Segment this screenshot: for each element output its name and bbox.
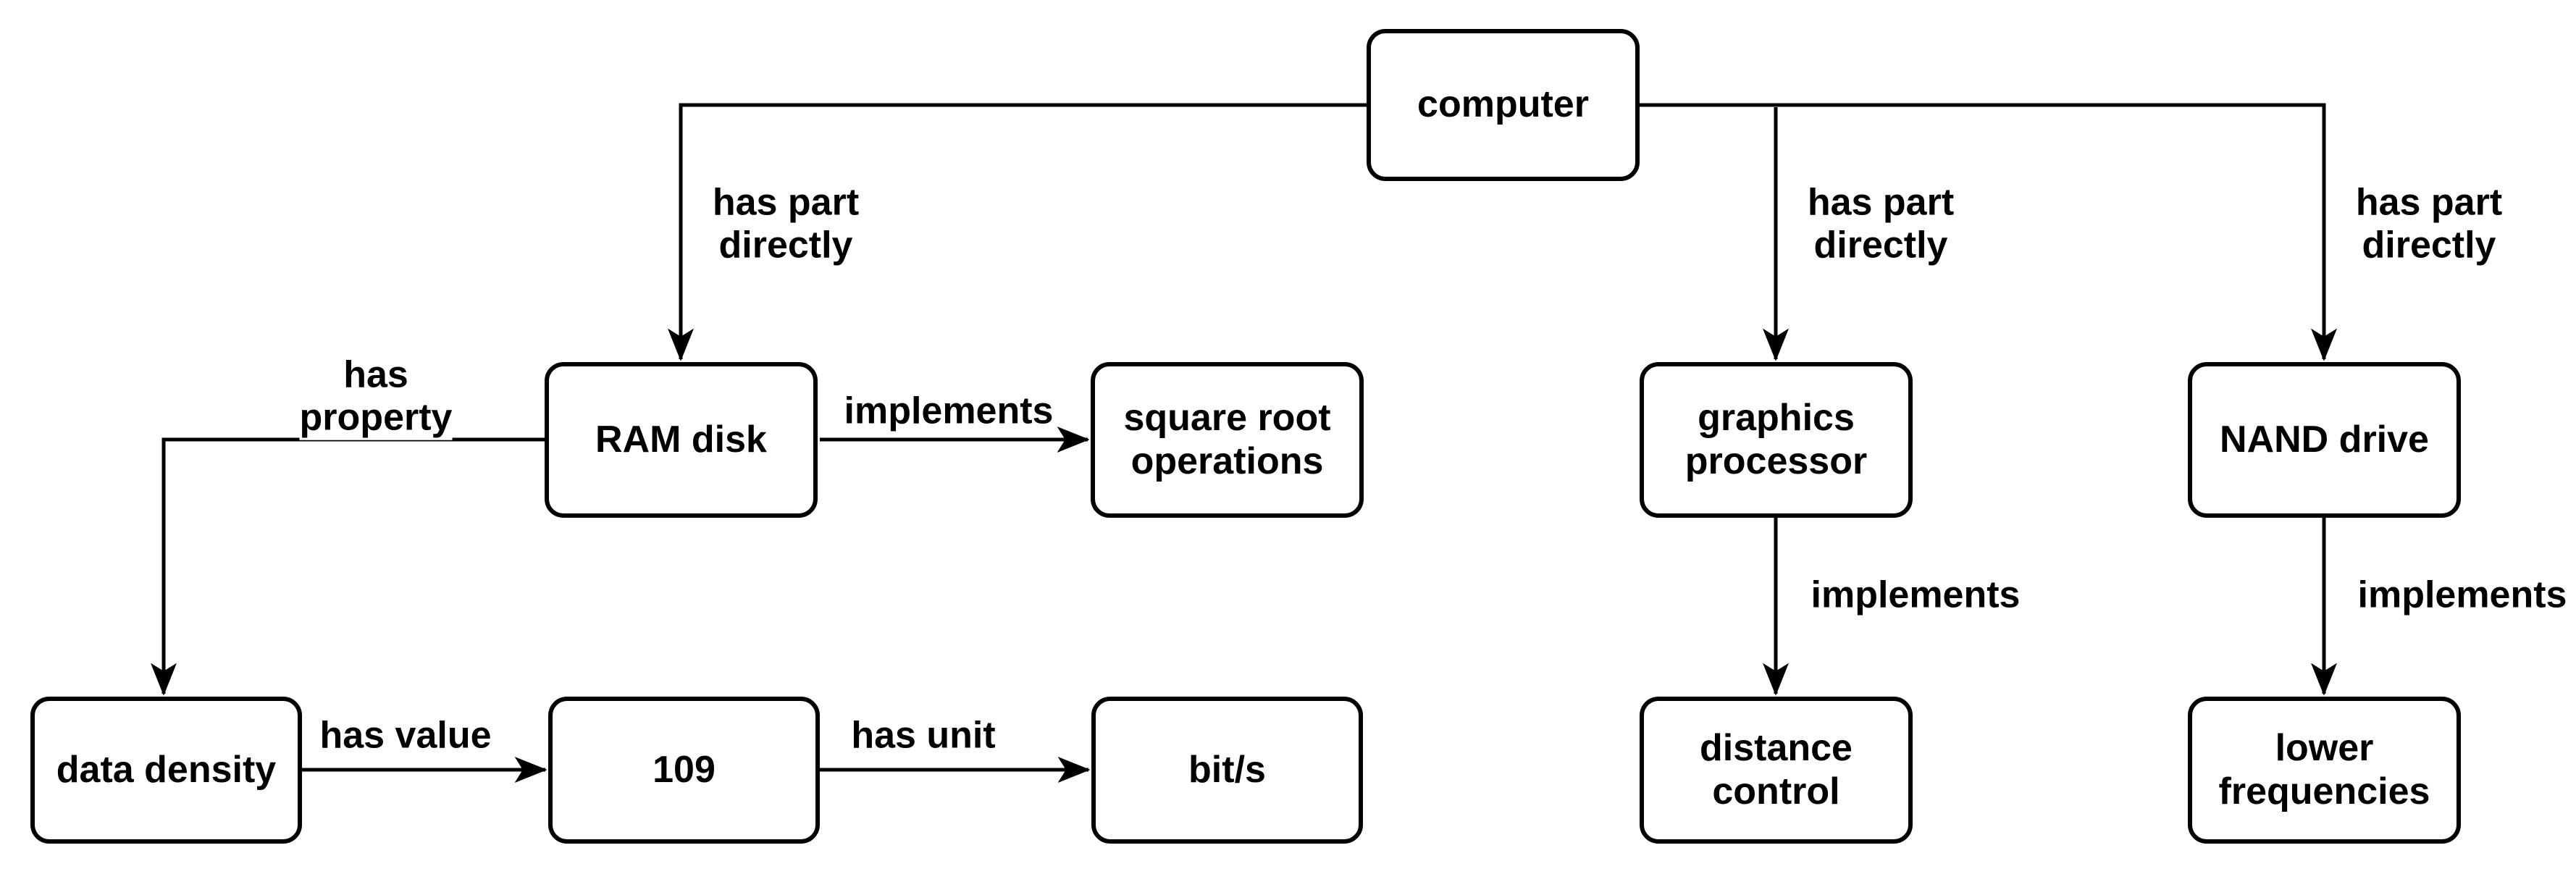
edge-label-has-unit: has unit [851, 714, 996, 757]
edge-label-implements-lower-frequencies: implements [2357, 574, 2567, 617]
edge-label-has-property: has property [299, 353, 453, 440]
edge-label-has-part-directly-ram-disk: has part directly [712, 181, 860, 268]
node-square-root-operations: square root operations [1091, 362, 1364, 518]
node-bit-per-second: bit/s [1091, 697, 1363, 844]
node-ram-disk: RAM disk [545, 362, 818, 518]
node-distance-control: distance control [1640, 697, 1913, 844]
edge-label-implements-distance-control: implements [1811, 574, 2021, 617]
edge-computer-to-ram-disk [681, 103, 1367, 359]
node-109: 109 [548, 697, 820, 844]
node-computer: computer [1367, 29, 1640, 181]
edge-label-has-part-directly-graphics-processor: has part directly [1807, 181, 1955, 268]
edge-label-implements-square-root-operations: implements [844, 390, 1054, 433]
edge-label-has-part-directly-nand-drive: has part directly [2355, 181, 2503, 268]
edge-label-has-value: has value [319, 714, 492, 757]
node-graphics-processor: graphics processor [1640, 362, 1913, 518]
edge-computer-to-nand-drive [1640, 103, 2324, 359]
node-nand-drive: NAND drive [2188, 362, 2461, 518]
node-data-density: data density [30, 697, 302, 844]
node-lower-frequencies: lower frequencies [2188, 697, 2461, 844]
edge-ram-disk-to-data-density [164, 437, 545, 694]
